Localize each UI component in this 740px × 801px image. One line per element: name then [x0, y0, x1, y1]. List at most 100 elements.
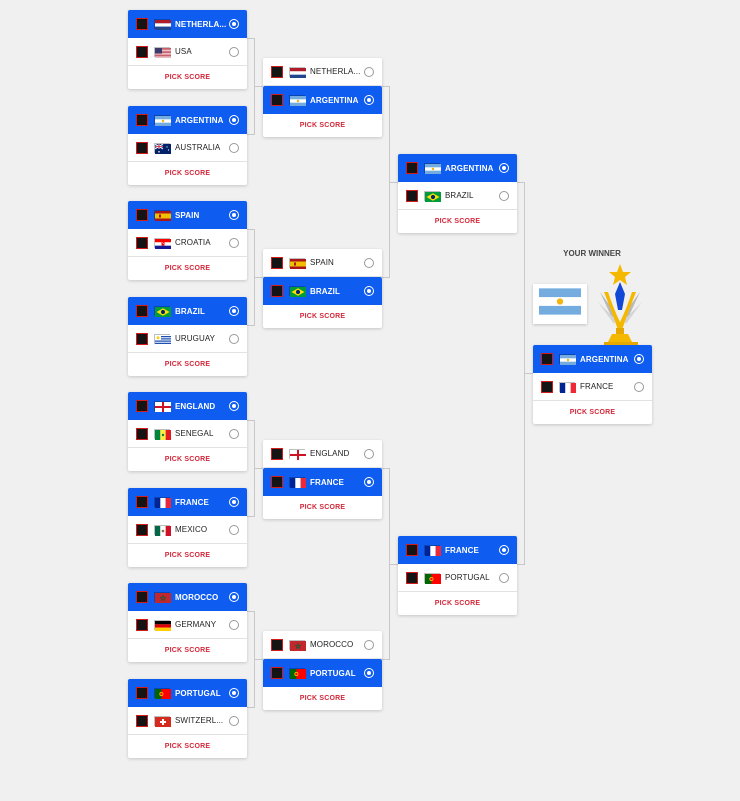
pick-score-button[interactable]: PICK SCORE — [164, 170, 211, 177]
pick-score-button[interactable]: PICK SCORE — [164, 552, 211, 559]
team-row[interactable]: NETHERLA... — [263, 58, 382, 86]
winner-radio[interactable] — [364, 668, 374, 678]
team-row[interactable]: FRANCE — [533, 373, 652, 401]
team-row[interactable]: PORTUGAL — [263, 659, 382, 687]
team-row[interactable]: NETHERLA... — [128, 10, 247, 38]
pick-score-button[interactable]: PICK SCORE — [299, 122, 346, 129]
pick-score-button[interactable]: PICK SCORE — [164, 361, 211, 368]
winner-radio[interactable] — [499, 545, 509, 555]
pick-score-button[interactable]: PICK SCORE — [164, 743, 211, 750]
pick-score-button[interactable]: PICK SCORE — [299, 313, 346, 320]
select-checkbox[interactable] — [271, 65, 283, 78]
team-row[interactable]: SENEGAL — [128, 420, 247, 448]
select-checkbox[interactable] — [271, 476, 283, 488]
select-checkbox[interactable] — [541, 353, 553, 365]
team-row[interactable]: MOROCCO — [128, 583, 247, 611]
team-row[interactable]: CROATIA — [128, 229, 247, 257]
winner-radio[interactable] — [364, 477, 374, 487]
select-checkbox[interactable] — [136, 687, 148, 699]
select-checkbox[interactable] — [136, 332, 148, 345]
team-row[interactable]: BRAZIL — [398, 182, 517, 210]
winner-radio[interactable] — [364, 67, 374, 77]
pick-score-button[interactable]: PICK SCORE — [164, 456, 211, 463]
team-row[interactable]: ARGENTINA — [128, 106, 247, 134]
team-row[interactable]: ENGLAND — [128, 392, 247, 420]
winner-radio[interactable] — [499, 163, 509, 173]
winner-radio[interactable] — [229, 334, 239, 344]
select-checkbox[interactable] — [406, 571, 418, 584]
team-row[interactable]: MEXICO — [128, 516, 247, 544]
team-row[interactable]: ARGENTINA — [263, 86, 382, 114]
select-checkbox[interactable] — [271, 94, 283, 106]
pick-score-button[interactable]: PICK SCORE — [299, 504, 346, 511]
pick-score-button[interactable]: PICK SCORE — [299, 695, 346, 702]
winner-radio[interactable] — [229, 401, 239, 411]
select-checkbox[interactable] — [271, 285, 283, 297]
select-checkbox[interactable] — [406, 162, 418, 174]
select-checkbox[interactable] — [136, 400, 148, 412]
team-row[interactable]: SPAIN — [263, 249, 382, 277]
pick-score-button[interactable]: PICK SCORE — [164, 74, 211, 81]
select-checkbox[interactable] — [136, 18, 148, 30]
winner-radio[interactable] — [364, 449, 374, 459]
pick-score-button[interactable]: PICK SCORE — [569, 409, 616, 416]
team-row[interactable]: PORTUGAL — [398, 564, 517, 592]
team-row[interactable]: USA — [128, 38, 247, 66]
pick-score-button[interactable]: PICK SCORE — [434, 218, 481, 225]
select-checkbox[interactable] — [136, 305, 148, 317]
winner-radio[interactable] — [364, 286, 374, 296]
winner-radio[interactable] — [229, 688, 239, 698]
winner-radio[interactable] — [634, 382, 644, 392]
team-row[interactable]: URUGUAY — [128, 325, 247, 353]
select-checkbox[interactable] — [406, 544, 418, 556]
pick-score-button[interactable]: PICK SCORE — [164, 265, 211, 272]
select-checkbox[interactable] — [406, 189, 418, 202]
winner-radio[interactable] — [229, 238, 239, 248]
team-row[interactable]: BRAZIL — [128, 297, 247, 325]
winner-radio[interactable] — [229, 497, 239, 507]
winner-radio[interactable] — [229, 306, 239, 316]
select-checkbox[interactable] — [136, 114, 148, 126]
select-checkbox[interactable] — [136, 714, 148, 727]
select-checkbox[interactable] — [136, 591, 148, 603]
team-row[interactable]: FRANCE — [128, 488, 247, 516]
team-row[interactable]: FRANCE — [263, 468, 382, 496]
team-row[interactable]: ARGENTINA — [398, 154, 517, 182]
winner-radio[interactable] — [634, 354, 644, 364]
team-row[interactable]: FRANCE — [398, 536, 517, 564]
winner-radio[interactable] — [229, 429, 239, 439]
winner-radio[interactable] — [364, 95, 374, 105]
select-checkbox[interactable] — [271, 256, 283, 269]
winner-radio[interactable] — [364, 258, 374, 268]
team-row[interactable]: SWITZERL... — [128, 707, 247, 735]
select-checkbox[interactable] — [541, 380, 553, 393]
select-checkbox[interactable] — [271, 638, 283, 651]
select-checkbox[interactable] — [136, 45, 148, 58]
winner-radio[interactable] — [499, 191, 509, 201]
team-row[interactable]: PORTUGAL — [128, 679, 247, 707]
select-checkbox[interactable] — [271, 447, 283, 460]
team-row[interactable]: BRAZIL — [263, 277, 382, 305]
select-checkbox[interactable] — [136, 209, 148, 221]
winner-radio[interactable] — [229, 620, 239, 630]
winner-radio[interactable] — [229, 47, 239, 57]
winner-radio[interactable] — [229, 143, 239, 153]
winner-radio[interactable] — [229, 210, 239, 220]
winner-radio[interactable] — [229, 592, 239, 602]
team-row[interactable]: MOROCCO — [263, 631, 382, 659]
select-checkbox[interactable] — [136, 523, 148, 536]
select-checkbox[interactable] — [136, 618, 148, 631]
team-row[interactable]: ARGENTINA — [533, 345, 652, 373]
select-checkbox[interactable] — [136, 141, 148, 154]
winner-radio[interactable] — [364, 640, 374, 650]
winner-radio[interactable] — [229, 115, 239, 125]
select-checkbox[interactable] — [136, 427, 148, 440]
winner-radio[interactable] — [229, 525, 239, 535]
team-row[interactable]: SPAIN — [128, 201, 247, 229]
team-row[interactable]: GERMANY — [128, 611, 247, 639]
select-checkbox[interactable] — [136, 496, 148, 508]
winner-radio[interactable] — [499, 573, 509, 583]
pick-score-button[interactable]: PICK SCORE — [434, 600, 481, 607]
select-checkbox[interactable] — [136, 236, 148, 249]
winner-radio[interactable] — [229, 19, 239, 29]
